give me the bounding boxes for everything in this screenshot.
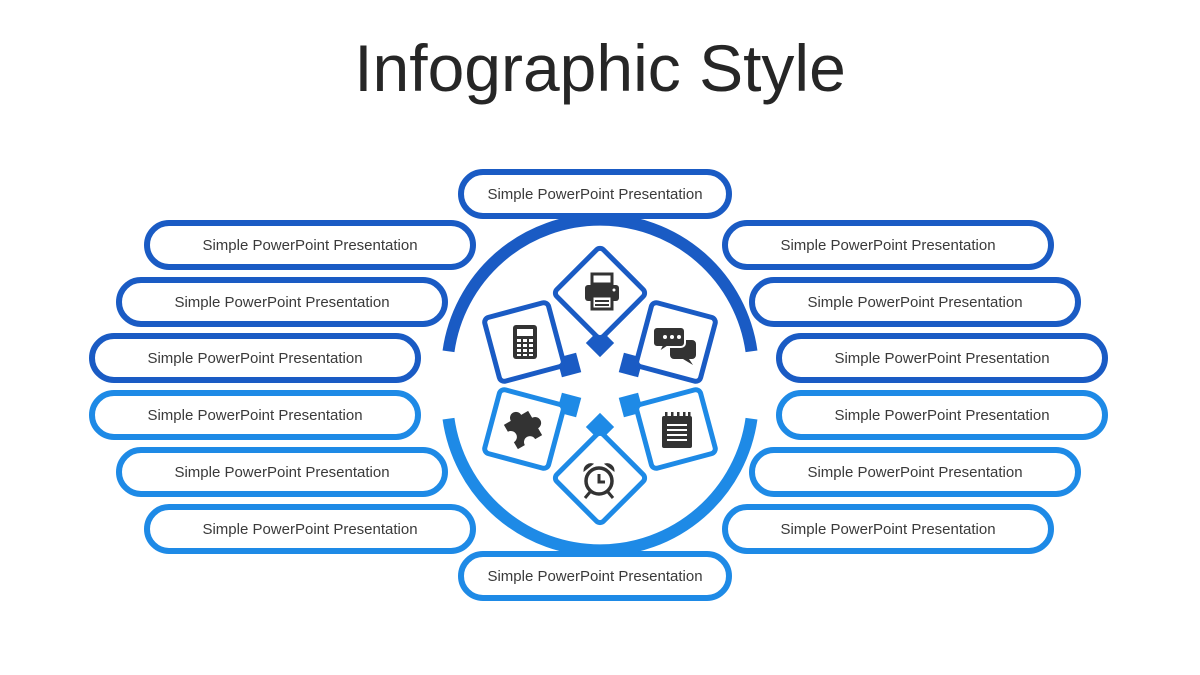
pill-right-5: Simple PowerPoint Presentation (749, 447, 1081, 497)
pill-right-4: Simple PowerPoint Presentation (776, 390, 1108, 440)
alarm-clock-icon (583, 463, 615, 499)
pill-left-6: Simple PowerPoint Presentation (144, 504, 476, 554)
printer-icon (585, 272, 619, 311)
pill-top: Simple PowerPoint Presentation (458, 169, 732, 219)
pill-left-2: Simple PowerPoint Presentation (116, 277, 448, 327)
pill-left-3: Simple PowerPoint Presentation (89, 333, 421, 383)
connector-bottom (585, 412, 615, 442)
pill-left-1: Simple PowerPoint Presentation (144, 220, 476, 270)
notepad-icon (662, 412, 692, 448)
chat-icon (652, 326, 696, 365)
puzzle-icon (503, 410, 543, 450)
pill-left-4: Simple PowerPoint Presentation (89, 390, 421, 440)
calculator-icon (513, 325, 537, 359)
top-arc (442, 213, 758, 353)
pill-left-5: Simple PowerPoint Presentation (116, 447, 448, 497)
pill-right-1: Simple PowerPoint Presentation (722, 220, 1054, 270)
pill-right-2: Simple PowerPoint Presentation (749, 277, 1081, 327)
bottom-arc (442, 417, 758, 557)
pill-right-6: Simple PowerPoint Presentation (722, 504, 1054, 554)
page-title: Infographic Style (354, 31, 846, 105)
pill-right-3: Simple PowerPoint Presentation (776, 333, 1108, 383)
